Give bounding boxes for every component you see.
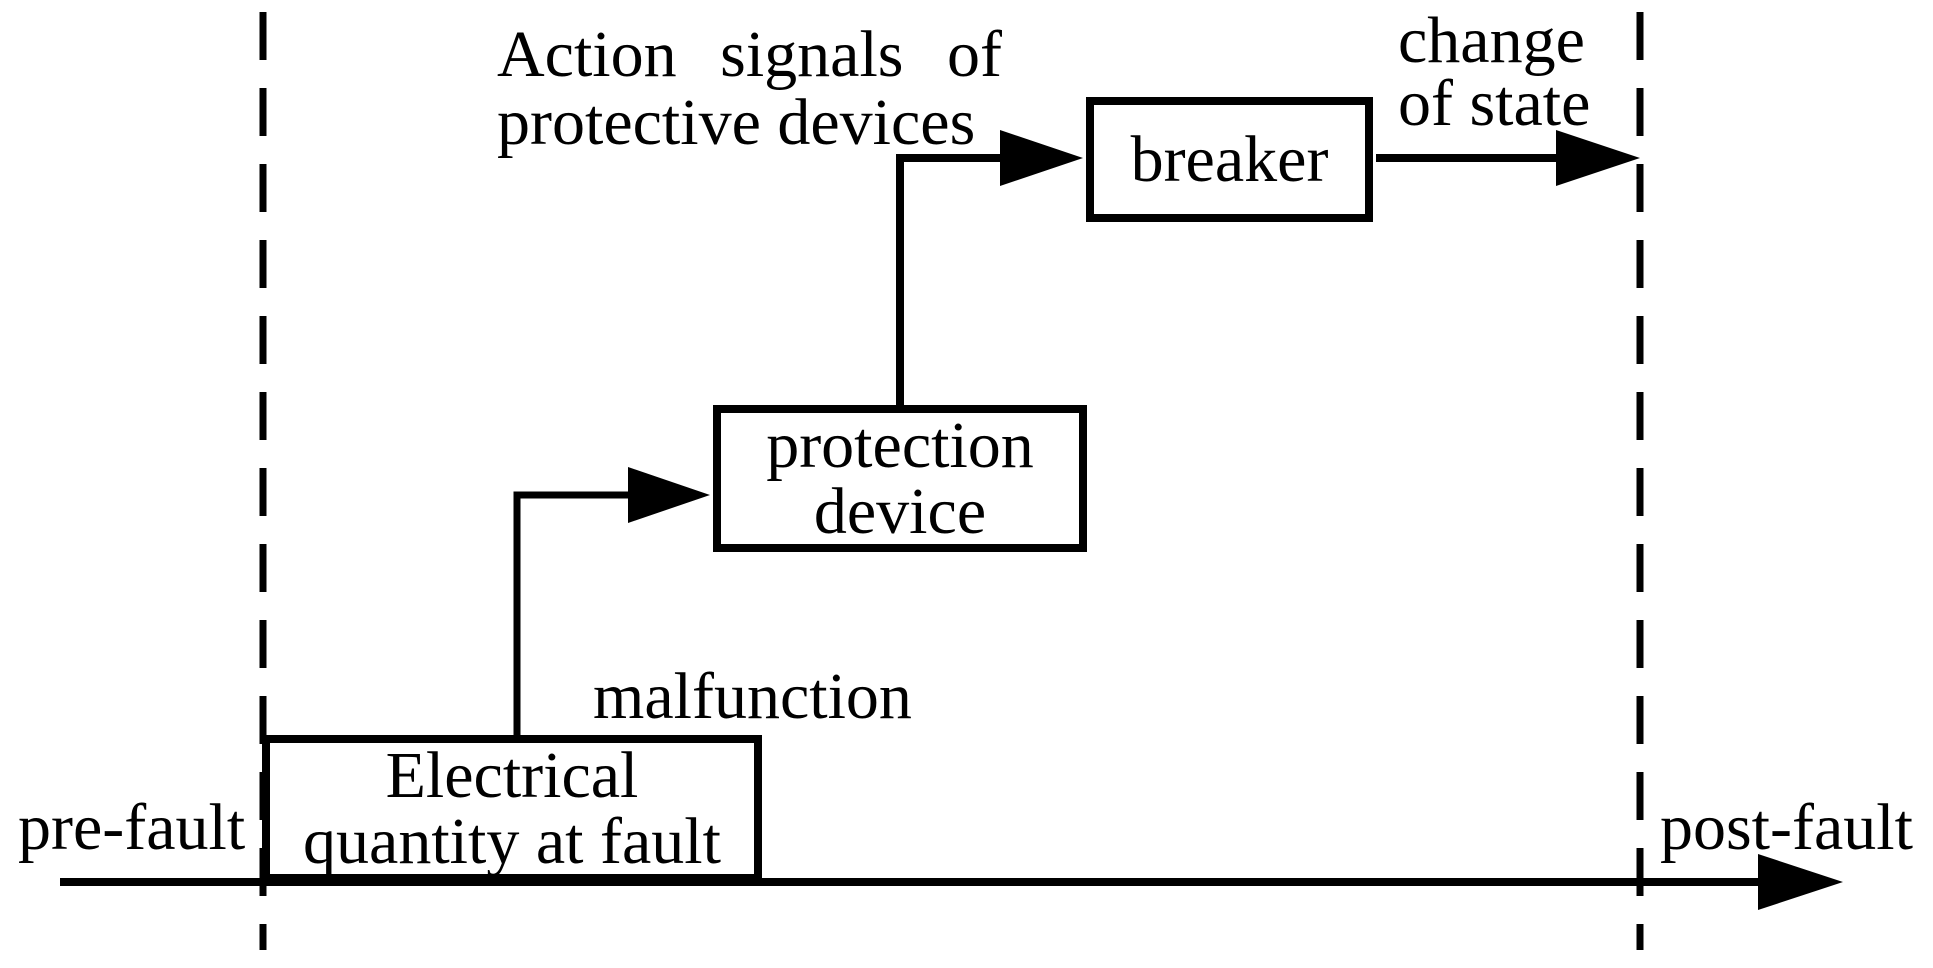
- malfunction-label: malfunction: [593, 660, 912, 733]
- change-of-state-connector: [1376, 130, 1640, 186]
- action-signal-connector: [896, 130, 1083, 408]
- change-of-state-label-line2: of state: [1398, 67, 1591, 140]
- malfunction-arrowhead-icon: [628, 467, 710, 523]
- timeline-arrowhead-icon: [1758, 854, 1843, 910]
- action-signals-label-line1: Action signals of: [497, 18, 1002, 91]
- node-breaker-label: breaker: [1130, 122, 1329, 196]
- node-protection-device: protection device: [713, 405, 1087, 552]
- change-of-state-label-line1: change: [1398, 4, 1585, 77]
- node-electrical-label-line1: Electrical: [385, 738, 639, 812]
- pre-fault-label: pre-fault: [18, 791, 246, 864]
- timeline-arrow: [60, 854, 1843, 910]
- malfunction-connector-path: [513, 491, 632, 738]
- action-signal-arrowhead-icon: [1000, 130, 1083, 186]
- action-signal-connector-path: [896, 154, 1004, 408]
- action-signals-label-line2: protective devices: [497, 86, 976, 159]
- malfunction-connector: [513, 467, 710, 738]
- node-breaker: breaker: [1086, 97, 1373, 222]
- change-of-state-label: change of state: [1398, 4, 1591, 140]
- node-electrical-label-line2: quantity at fault: [303, 804, 721, 878]
- action-signals-label: Action signals of protective devices: [497, 21, 1002, 157]
- post-fault-label: post-fault: [1660, 791, 1913, 864]
- node-protection-label-line2: device: [813, 474, 987, 548]
- node-protection-label-line1: protection: [766, 408, 1034, 482]
- change-of-state-arrowhead-icon: [1556, 130, 1640, 186]
- node-electrical-quantity-at-fault: Electrical quantity at fault: [262, 735, 762, 882]
